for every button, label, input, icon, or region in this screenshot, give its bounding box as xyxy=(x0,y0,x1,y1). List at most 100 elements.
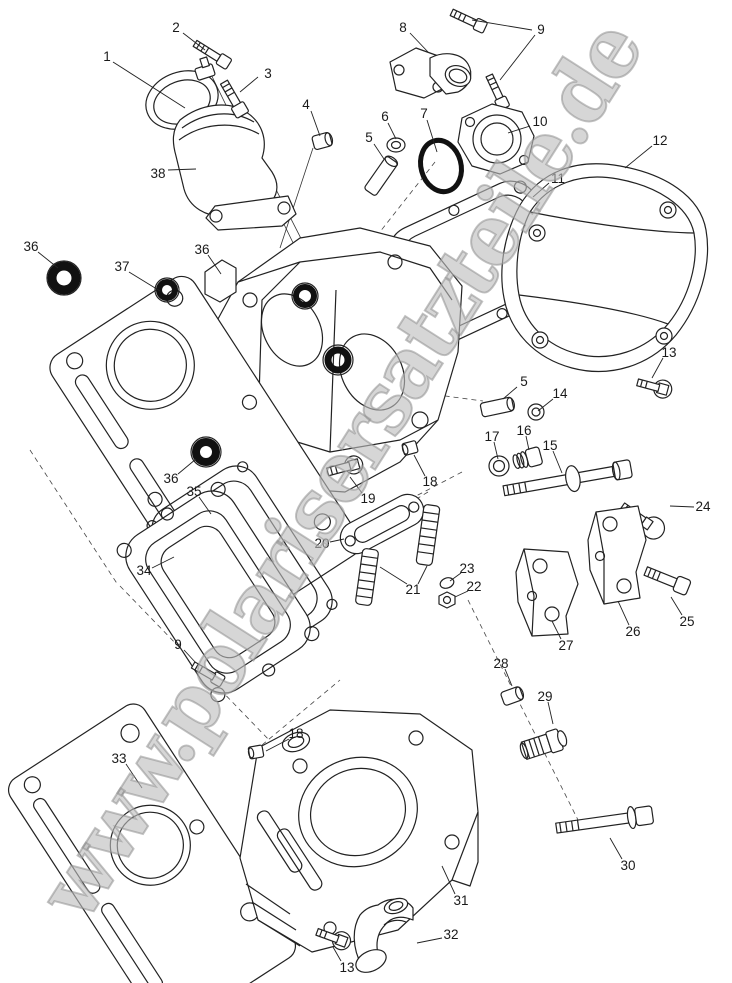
dowel-pin-5-top xyxy=(364,155,399,196)
callout-leader-15 xyxy=(552,450,563,474)
long-bolt-15 xyxy=(502,459,633,497)
callout-leader-38 xyxy=(167,168,197,171)
dowel-pin-4 xyxy=(311,131,334,151)
cylinder-31 xyxy=(239,709,479,953)
base-gasket-33 xyxy=(7,703,297,983)
callout-label-34: 34 xyxy=(136,563,152,578)
callout-label-26: 26 xyxy=(625,624,640,639)
callout-leader-13 xyxy=(332,946,342,962)
bolt-25 xyxy=(643,566,692,596)
callout-leader-23 xyxy=(449,572,462,582)
bracket-26 xyxy=(587,505,647,605)
callout-label-10: 10 xyxy=(532,114,547,129)
callout-leader-36 xyxy=(177,458,197,475)
callout-leader-25 xyxy=(670,596,683,616)
nut-22 xyxy=(438,591,456,609)
callout-leader-34 xyxy=(151,556,175,569)
callout-leader-16 xyxy=(525,435,530,451)
flange-bolt-19 xyxy=(326,455,364,477)
callout-label-2: 2 xyxy=(172,20,180,35)
clip-23 xyxy=(439,577,455,589)
callout-leader-33 xyxy=(125,763,143,789)
callout-leader-4 xyxy=(310,110,321,137)
bolt-9c xyxy=(190,661,226,688)
callout-label-17: 17 xyxy=(484,429,499,444)
callout-leader-6 xyxy=(387,122,397,140)
callout-leader-9 xyxy=(471,19,533,31)
thermostat-flange-10 xyxy=(457,103,535,175)
stud-21b xyxy=(415,504,441,566)
callout-leader-10 xyxy=(507,125,531,134)
callout-leader-20 xyxy=(329,538,345,543)
o-ring-7 xyxy=(418,137,464,195)
long-bolt-30 xyxy=(555,805,654,834)
bracket-27 xyxy=(515,548,579,637)
oil-seal-36a xyxy=(46,260,82,296)
seal-washer-17 xyxy=(488,455,510,477)
callout-label-12: 12 xyxy=(652,133,667,148)
callout-leader-32 xyxy=(416,937,443,944)
callout-leader-1 xyxy=(112,61,186,109)
cap-18b xyxy=(247,744,265,760)
callout-label-5: 5 xyxy=(520,374,528,389)
callout-label-7: 7 xyxy=(420,106,428,121)
callout-label-15: 15 xyxy=(542,438,557,453)
bolt-13b xyxy=(315,927,352,951)
callout-label-35: 35 xyxy=(186,484,201,499)
callout-leader-37 xyxy=(128,271,161,292)
callout-label-36: 36 xyxy=(23,239,38,254)
callout-label-21: 21 xyxy=(405,582,420,597)
bolt-3 xyxy=(219,79,249,119)
callout-leader-5 xyxy=(373,143,385,160)
callout-leader-27 xyxy=(551,620,562,640)
intake-boot xyxy=(172,104,297,231)
callout-leader-21 xyxy=(379,566,408,585)
callout-leader-24 xyxy=(669,505,695,508)
cap-18a xyxy=(401,440,419,456)
callout-label-16: 16 xyxy=(516,423,531,438)
callout-leader-30 xyxy=(609,837,623,860)
callout-leader-12 xyxy=(624,145,653,169)
callout-label-36: 36 xyxy=(194,242,209,257)
oil-seal-36c xyxy=(190,436,222,468)
stud-21a xyxy=(355,548,379,606)
callout-label-32: 32 xyxy=(443,927,458,942)
callout-label-13: 13 xyxy=(661,345,676,360)
callout-label-38: 38 xyxy=(150,166,165,181)
callout-label-8: 8 xyxy=(399,20,407,35)
cap-6 xyxy=(386,137,406,153)
callout-leader-28 xyxy=(504,668,513,687)
callout-label-24: 24 xyxy=(695,499,711,514)
callout-leader-26 xyxy=(617,600,630,626)
callout-label-22: 22 xyxy=(466,579,481,594)
callout-label-3: 3 xyxy=(264,66,272,81)
callout-leader-11 xyxy=(532,182,550,198)
callout-leader-7 xyxy=(426,119,438,153)
callout-label-6: 6 xyxy=(381,109,389,124)
callout-label-33: 33 xyxy=(111,751,126,766)
callout-label-5: 5 xyxy=(365,130,373,145)
callout-leader-18 xyxy=(265,738,290,752)
callout-leader-17 xyxy=(493,441,499,460)
callout-leader-14 xyxy=(537,398,554,412)
bolt-9a xyxy=(449,8,488,34)
callout-label-27: 27 xyxy=(558,638,573,653)
callout-label-20: 20 xyxy=(314,536,329,551)
callout-leader-21 xyxy=(417,565,428,585)
callout-leader-13 xyxy=(651,357,664,379)
callout-label-36: 36 xyxy=(163,471,178,486)
head-gasket-37 xyxy=(49,275,361,635)
dowel-pin-5b xyxy=(479,396,515,418)
bolt-13a xyxy=(636,378,673,399)
callout-label-9: 9 xyxy=(174,637,182,652)
callout-leader-35 xyxy=(198,496,212,515)
callout-leader-5 xyxy=(502,386,518,400)
callout-leader-36 xyxy=(207,254,222,275)
callout-label-30: 30 xyxy=(620,858,635,873)
plug-16 xyxy=(512,446,543,470)
valve-cover-12 xyxy=(501,163,709,373)
callout-label-31: 31 xyxy=(453,893,468,908)
